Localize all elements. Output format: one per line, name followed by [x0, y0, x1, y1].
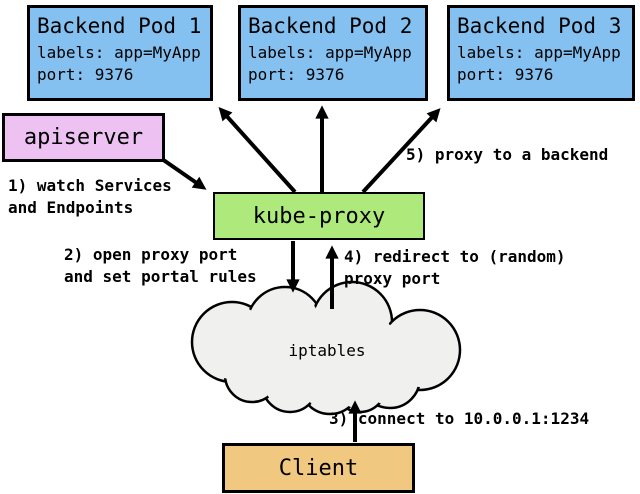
- pod-labels: labels: app=MyApp: [248, 43, 412, 62]
- annotation-step2-line1: 2) open proxy port: [64, 245, 238, 264]
- annotation-step4-line1: 4) redirect to (random): [344, 247, 566, 266]
- pod-title: Backend Pod 1: [37, 14, 202, 38]
- annotation-step1-line1: 1) watch Services: [8, 176, 172, 195]
- apiserver-label: apiserver: [23, 125, 144, 150]
- backend-pod-2-box: Backend Pod 2 labels: app=MyApp port: 93…: [238, 5, 428, 101]
- pod-port: port: 9376: [457, 65, 554, 84]
- annotation-step2: 2) open proxy port and set portal rules: [64, 244, 257, 288]
- pod-labels: labels: app=MyApp: [37, 43, 201, 62]
- annotation-step1-line2: and Endpoints: [8, 198, 134, 217]
- iptables-label: iptables: [288, 341, 366, 360]
- annotation-step1: 1) watch Services and Endpoints: [8, 175, 172, 219]
- pod-port: port: 9376: [248, 65, 345, 84]
- kube-proxy-label: kube-proxy: [252, 203, 386, 229]
- annotation-step3: 3) connect to 10.0.0.1:1234: [329, 409, 590, 428]
- client-label: Client: [278, 455, 359, 481]
- annotation-step4-line2: proxy port: [344, 269, 441, 288]
- pod-title: Backend Pod 2: [248, 14, 413, 38]
- pod-title: Backend Pod 3: [457, 14, 622, 38]
- apiserver-box: apiserver: [2, 113, 165, 162]
- client-box: Client: [222, 443, 415, 493]
- annotation-step5: 5) proxy to a backend: [406, 145, 609, 164]
- annotation-step2-line2: and set portal rules: [64, 267, 257, 286]
- pod-labels: labels: app=MyApp: [457, 43, 621, 62]
- backend-pod-1-box: Backend Pod 1 labels: app=MyApp port: 93…: [27, 5, 213, 101]
- arrow-kube-proxy-to-pod1: [218, 107, 297, 194]
- annotation-step4: 4) redirect to (random) proxy port: [344, 246, 566, 290]
- backend-pod-3-box: Backend Pod 3 labels: app=MyApp port: 93…: [447, 5, 635, 101]
- kube-proxy-box: kube-proxy: [213, 192, 425, 240]
- pod-port: port: 9376: [37, 65, 134, 84]
